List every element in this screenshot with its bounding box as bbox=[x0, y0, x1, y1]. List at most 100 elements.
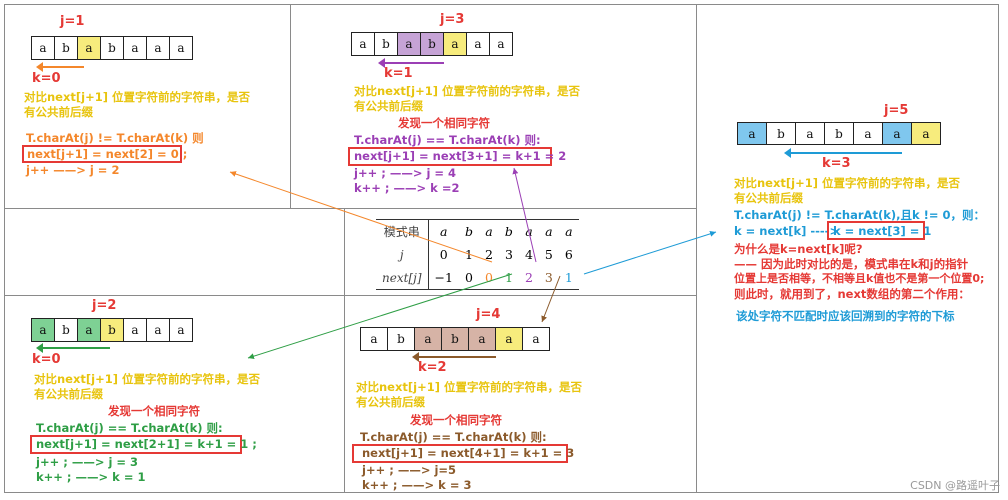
cell: a bbox=[737, 122, 767, 145]
result-box bbox=[22, 145, 182, 163]
compare-line: T.charAt(j) == T.charAt(k) 则: bbox=[36, 421, 223, 435]
table-cell: 2 bbox=[518, 266, 539, 290]
explain-line: —— 因为此时对比的是，模式串在k和j的指针 bbox=[734, 257, 969, 271]
increment-line: j++ ——> j = 2 bbox=[26, 163, 120, 177]
result-line: next[j+1] = next[2] = 0 ; bbox=[27, 147, 188, 161]
table-cell: a bbox=[478, 219, 499, 243]
result-box bbox=[827, 221, 925, 240]
table-cell: −1 bbox=[428, 266, 459, 290]
desc-line: 对比next[j+1] 位置字符前的字符串，是否 bbox=[354, 84, 580, 98]
result-line: next[j+1] = next[3+1] = k+1 = 2 bbox=[354, 149, 567, 163]
increment-line: k++ ; ——> k = 3 bbox=[362, 478, 472, 492]
cell: b bbox=[766, 122, 796, 145]
desc-line: 对比next[j+1] 位置字符前的字符串，是否 bbox=[734, 176, 960, 190]
explain-line: 该处字符不匹配时应该回溯到的字符的下标 bbox=[736, 309, 955, 323]
j-label: j=1 bbox=[60, 14, 85, 29]
increment-line: j++ ; ——> j = 3 bbox=[36, 455, 139, 469]
cell: a bbox=[495, 327, 523, 351]
result-line: k = next[3] = 1 bbox=[833, 224, 932, 238]
pattern-cells: a b a b a a a bbox=[31, 318, 193, 342]
pattern-cells: a b a b a a a bbox=[737, 122, 941, 145]
cell: a bbox=[468, 327, 496, 351]
table-cell: a bbox=[538, 219, 559, 243]
table-cell: 6 bbox=[564, 247, 573, 262]
row-header: next[j] bbox=[376, 266, 429, 290]
cell: a bbox=[522, 327, 550, 351]
result-line: next[j+1] = next[2+1] = k+1 = 1 ; bbox=[36, 437, 257, 451]
watermark: CSDN @路遥叶子 bbox=[910, 479, 1000, 492]
next-array-table: 模式串 a b a b a a a j 0 1 2 3 4 5 6 next[j… bbox=[376, 219, 579, 290]
result-box bbox=[30, 435, 242, 454]
found-note: 发现一个相同字符 bbox=[108, 404, 200, 418]
cell: a bbox=[795, 122, 825, 145]
cell: a bbox=[146, 36, 170, 60]
cell: a bbox=[169, 318, 193, 342]
cell: b bbox=[54, 318, 78, 342]
desc-line: 有公共前后缀 bbox=[734, 191, 803, 205]
table-row: j 0 1 2 3 4 5 6 bbox=[376, 243, 579, 266]
table-cell: 1 bbox=[464, 247, 473, 262]
table-cell: 2 bbox=[484, 247, 493, 262]
k-label: k=2 bbox=[418, 360, 447, 375]
result-box bbox=[348, 147, 552, 166]
j-label: j=5 bbox=[884, 103, 909, 118]
pattern-cells: a b a b a a a bbox=[31, 36, 193, 60]
desc-line: 有公共前后缀 bbox=[356, 395, 425, 409]
increment-line: k++ ; ——> k =2 bbox=[354, 181, 460, 195]
table-cell: 1 bbox=[558, 266, 579, 290]
cell: a bbox=[414, 327, 442, 351]
pointer-arrow-icon bbox=[36, 343, 110, 353]
table-cell: a bbox=[428, 219, 459, 243]
pointer-arrow-icon bbox=[378, 58, 444, 68]
table-row: 模式串 a b a b a a a bbox=[376, 219, 579, 243]
cell: a bbox=[77, 36, 101, 60]
pattern-cells: a b a b a a a bbox=[360, 327, 550, 351]
cell: a bbox=[911, 122, 941, 145]
table-cell: a bbox=[558, 219, 579, 243]
cell: a bbox=[351, 32, 375, 56]
row-header: 模式串 bbox=[376, 219, 429, 243]
table-row: next[j] −1 0 0 1 2 3 1 bbox=[376, 266, 579, 290]
cell: a bbox=[31, 318, 55, 342]
pattern-cells: a b a b a a a bbox=[351, 32, 513, 56]
cell: a bbox=[853, 122, 883, 145]
table-cell: 0 bbox=[439, 247, 448, 262]
compare-line: T.charAt(j) != T.charAt(k) 则 bbox=[26, 131, 204, 145]
cell: a bbox=[882, 122, 912, 145]
table-cell: b bbox=[458, 219, 479, 243]
table-cell: 0 bbox=[478, 266, 499, 290]
k-label: k=0 bbox=[32, 71, 61, 86]
table-cell: 3 bbox=[504, 247, 513, 262]
compare-line: T.charAt(j) != T.charAt(k),且k != 0，则： bbox=[734, 208, 986, 222]
table-cell: 4 bbox=[524, 247, 533, 262]
table-cell: 5 bbox=[544, 247, 553, 262]
cell: a bbox=[489, 32, 513, 56]
table-cell: 0 bbox=[458, 266, 479, 290]
cell: b bbox=[387, 327, 415, 351]
cell: a bbox=[123, 36, 147, 60]
j-label: j=3 bbox=[440, 12, 465, 27]
backtrack-line: k = next[k] ----> bbox=[734, 224, 840, 238]
cell: a bbox=[31, 36, 55, 60]
increment-line: j++ ; ——> j=5 bbox=[362, 463, 457, 477]
cell: b bbox=[441, 327, 469, 351]
increment-line: k++ ; ——> k = 1 bbox=[36, 470, 146, 484]
j-label: j=2 bbox=[92, 298, 117, 313]
cell: a bbox=[169, 36, 193, 60]
cell: b bbox=[824, 122, 854, 145]
cell: a bbox=[146, 318, 170, 342]
k-label: k=3 bbox=[822, 156, 851, 171]
panel-frame-bottom-middle bbox=[344, 295, 697, 493]
j-label: j=4 bbox=[476, 307, 501, 322]
desc-line: 有公共前后缀 bbox=[354, 99, 423, 113]
panel-frame-middle-left bbox=[4, 208, 345, 296]
compare-line: T.charAt(j) == T.charAt(k) 则: bbox=[354, 133, 541, 147]
cell: b bbox=[54, 36, 78, 60]
cell: b bbox=[100, 318, 124, 342]
desc-line: 对比next[j+1] 位置字符前的字符串，是否 bbox=[34, 372, 260, 386]
cell: b bbox=[100, 36, 124, 60]
compare-line: T.charAt(j) == T.charAt(k) 则: bbox=[360, 430, 547, 444]
row-header: j bbox=[376, 243, 429, 266]
table-cell: 1 bbox=[498, 266, 519, 290]
table-cell: b bbox=[498, 219, 519, 243]
